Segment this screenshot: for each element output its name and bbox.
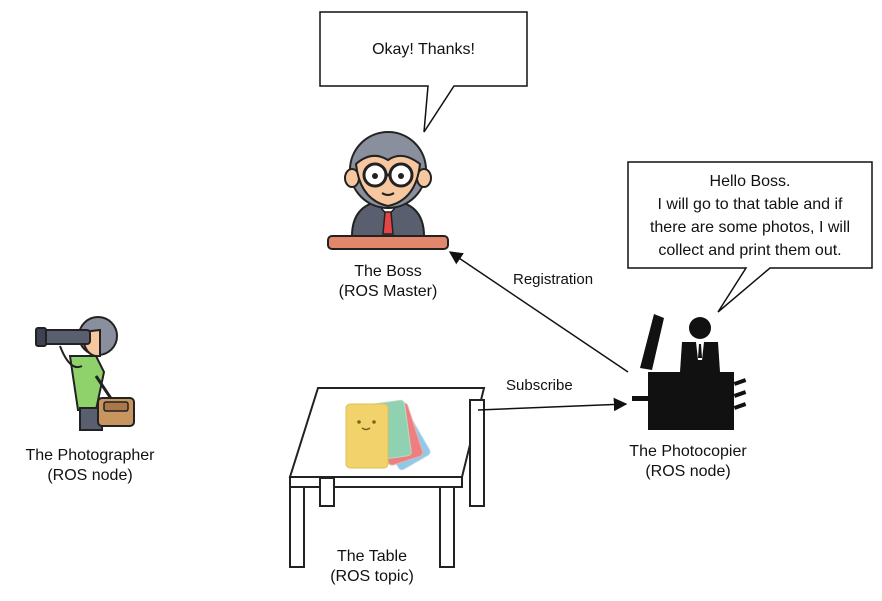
photocopier-icon [632,314,747,430]
speech-line-3: there are some photos, I will [649,219,851,236]
photocopier-speech-text: Hello Boss. I will go to that table and … [628,170,872,262]
boss-label: The Boss (ROS Master) [308,262,468,302]
photographer-label-line2: (ROS node) [47,467,133,484]
boss-label-line1: The Boss [354,263,422,280]
table-label-line1: The Table [337,548,407,565]
speech-line-4: collect and print them out. [658,242,842,259]
boss-speech-bubble [319,11,528,133]
photographer-label-line1: The Photographer [25,447,155,464]
photos-icon [345,399,431,471]
boss-icon [327,131,449,250]
photocopier-label-line2: (ROS node) [645,463,731,480]
boss-speech-text: Okay! Thanks! [372,41,475,58]
speech-line-2: I will go to that table and if [657,196,843,213]
speech-line-1: Hello Boss. [709,173,791,190]
subscribe-label: Subscribe [506,377,573,394]
photographer-icon [35,316,135,431]
photocopier-speech-bubble [627,161,873,313]
subscribe-arrow [477,397,628,412]
registration-label: Registration [513,271,594,288]
table-label-line2: (ROS topic) [330,568,414,585]
registration-arrow [448,251,629,373]
photocopier-label: The Photocopier (ROS node) [603,442,773,482]
table-label: The Table (ROS topic) [292,547,452,587]
boss-label-line2: (ROS Master) [338,283,438,300]
photographer-label: The Photographer (ROS node) [0,446,180,486]
photocopier-label-line1: The Photocopier [629,443,747,460]
